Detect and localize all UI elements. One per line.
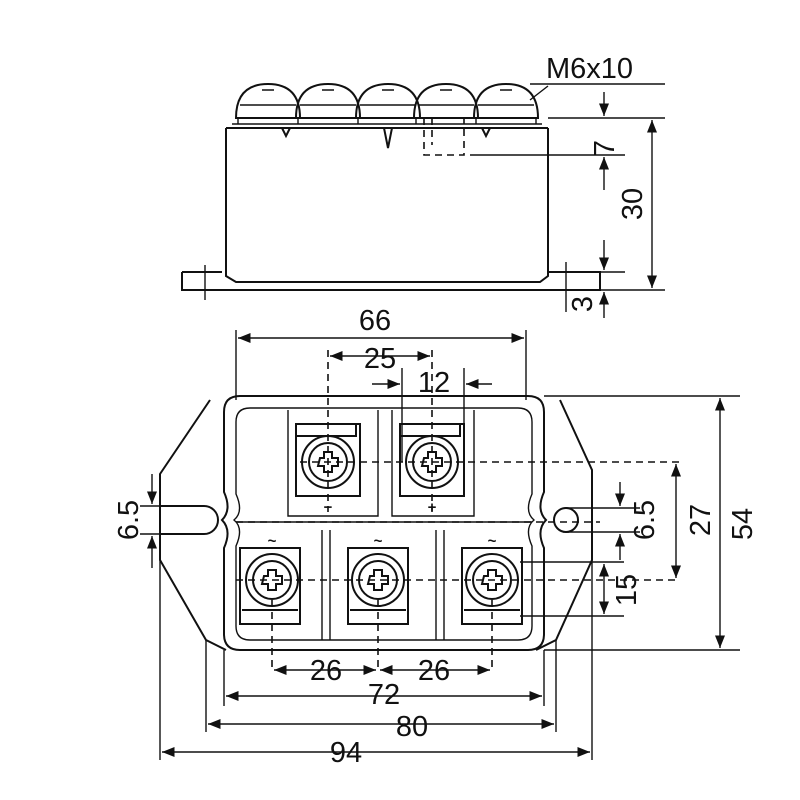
dim-3-label: 3 bbox=[567, 296, 599, 312]
dim-72-label: 72 bbox=[368, 679, 400, 711]
side-view: M6x10 7 30 3 bbox=[181, 53, 665, 318]
screw-heads-side bbox=[234, 82, 540, 124]
dim-25-label: 25 bbox=[364, 343, 396, 375]
mount-hole-left bbox=[160, 505, 219, 535]
dim-26b-label: 26 bbox=[418, 655, 450, 687]
dim-30-label: 30 bbox=[617, 188, 649, 220]
side-body bbox=[225, 128, 549, 283]
screw-head bbox=[412, 82, 480, 119]
mount-hole-right bbox=[553, 507, 579, 533]
dim-54-label: 54 bbox=[727, 508, 759, 540]
dim-7-label: 7 bbox=[589, 140, 621, 156]
housing-inner bbox=[232, 407, 536, 641]
screw-head bbox=[472, 82, 540, 119]
dim-12-label: 12 bbox=[418, 367, 450, 399]
terminal-ac1-label: ~ bbox=[268, 533, 277, 550]
terminal-minus-label: − bbox=[324, 499, 333, 516]
dim-66-label: 66 bbox=[359, 305, 391, 337]
housing-outer bbox=[220, 395, 548, 651]
dim-hole-left-label: 6.5 bbox=[113, 500, 145, 540]
dim-80-label: 80 bbox=[396, 711, 428, 743]
dim-94-label: 94 bbox=[330, 737, 362, 769]
top-view: − + ~ ~ ~ 66 25 12 54 27 6.5 15 6.5 bbox=[113, 305, 759, 769]
screw-head bbox=[234, 82, 302, 119]
terminal-plus-label: + bbox=[428, 499, 437, 516]
screw-callout-label: M6x10 bbox=[546, 53, 633, 85]
terminal-ac3-label: ~ bbox=[488, 533, 497, 550]
dim-26a-label: 26 bbox=[310, 655, 342, 687]
dim-15-label: 15 bbox=[611, 574, 643, 606]
dim-27-label: 27 bbox=[685, 504, 717, 536]
screw-head bbox=[294, 82, 362, 119]
screw-head bbox=[354, 82, 422, 119]
dim-hole-right-label: 6.5 bbox=[629, 500, 661, 540]
terminal-ac2-label: ~ bbox=[374, 533, 383, 550]
